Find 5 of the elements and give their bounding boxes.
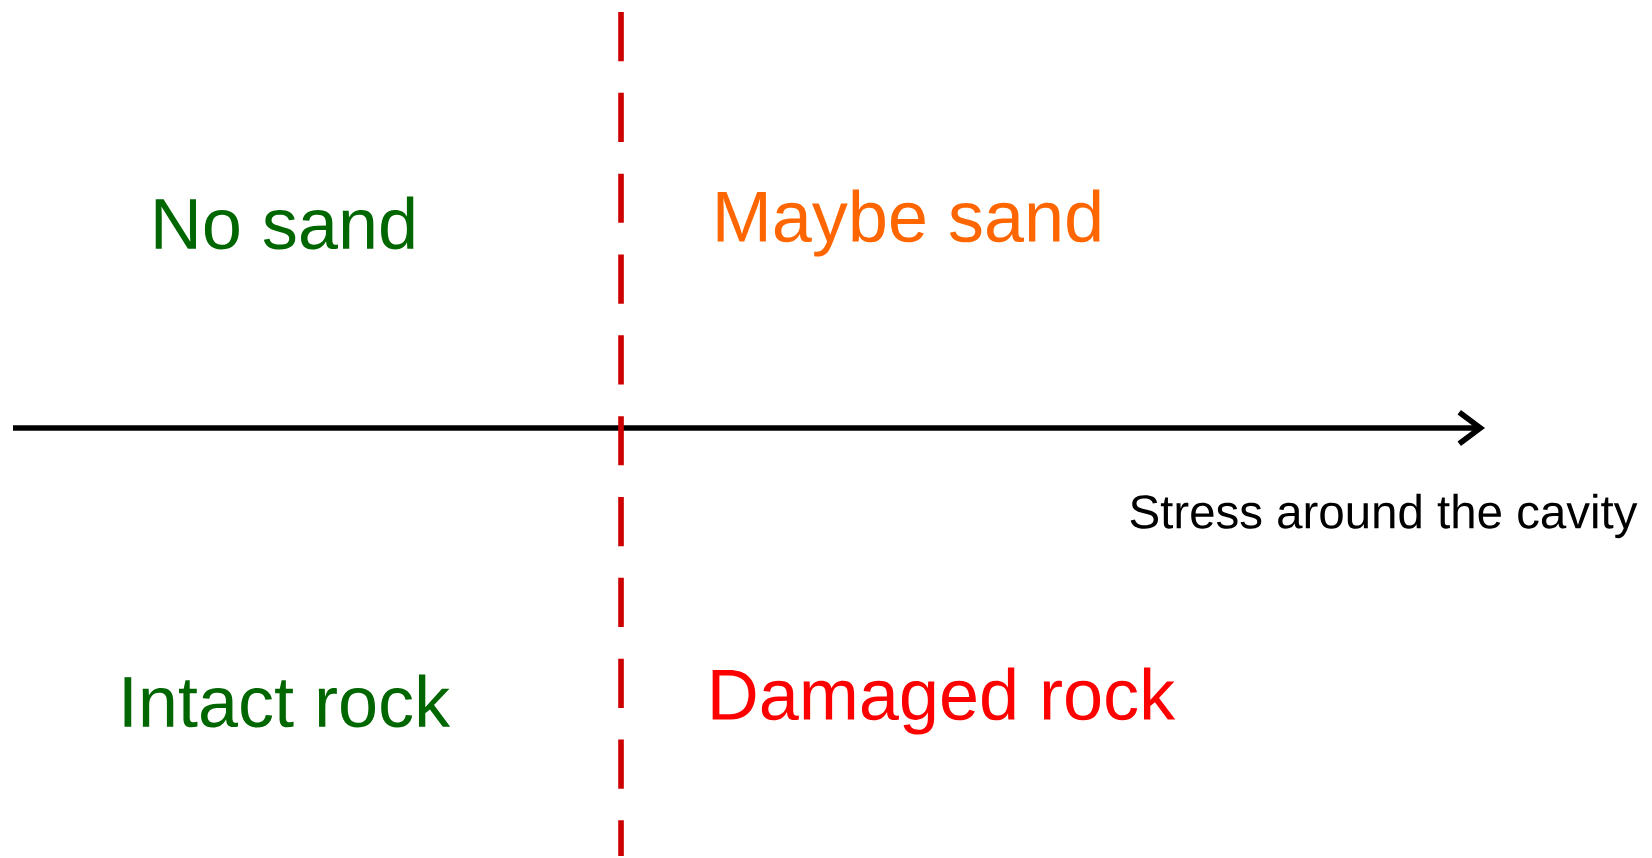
region-label: Damaged rock: [712, 667, 1176, 735]
region-label: Intact rock: [124, 674, 451, 728]
region-label: No sand: [155, 196, 414, 250]
region-label: Stress around the cavity: [1130, 493, 1638, 539]
region-label: Maybe sand: [717, 189, 1100, 257]
